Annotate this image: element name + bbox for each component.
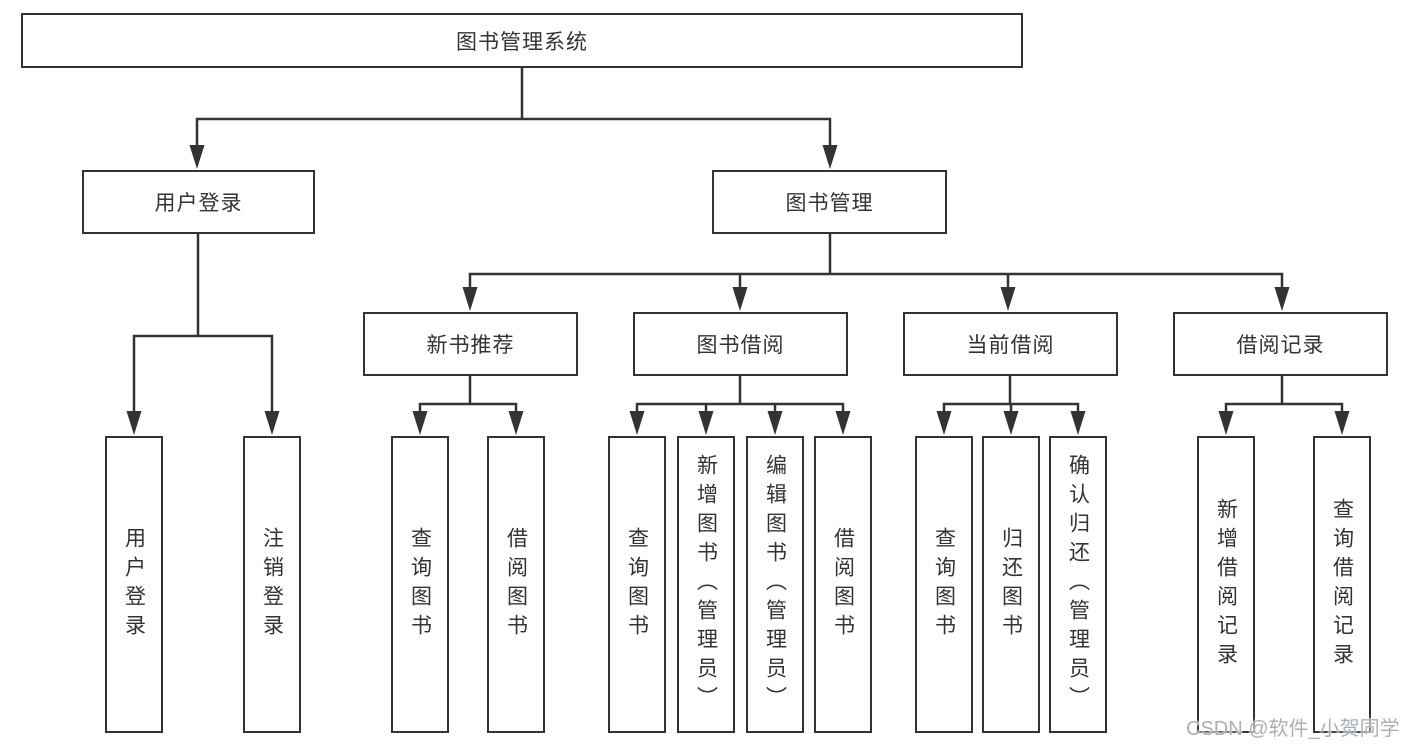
node-new-book-recommendation: 新书推荐 <box>363 312 578 376</box>
node-book-management: 图书管理 <box>712 170 947 234</box>
leaf-label: 借阅图书 <box>504 526 528 643</box>
leaf-edit-book-admin: 编辑图书（管理员） <box>746 436 804 733</box>
leaf-label: 查询借阅记录 <box>1330 497 1354 672</box>
leaf-add-book-admin: 新增图书（管理员） <box>677 436 735 733</box>
leaf-query-books: 查询图书 <box>915 436 973 733</box>
leaf-label: 查询图书 <box>932 526 956 643</box>
leaf-query-borrow-record: 查询借阅记录 <box>1313 436 1371 733</box>
leaf-borrow-books: 借阅图书 <box>814 436 872 733</box>
node-book-borrowing: 图书借阅 <box>633 312 848 376</box>
leaf-borrow-books: 借阅图书 <box>487 436 545 733</box>
leaf-label: 注销登录 <box>260 526 284 643</box>
leaf-label: 借阅图书 <box>831 526 855 643</box>
leaf-label: 新增图书（管理员） <box>694 454 718 715</box>
csdn-watermark: CSDN @软件_小贺同学 <box>1186 718 1400 740</box>
leaf-user-login: 用户登录 <box>105 436 163 733</box>
node-borrowing-records: 借阅记录 <box>1173 312 1388 376</box>
leaf-label: 查询图书 <box>408 526 432 643</box>
node-current-borrowing: 当前借阅 <box>903 312 1118 376</box>
leaf-label: 新增借阅记录 <box>1214 497 1238 672</box>
arrowheads <box>126 145 1350 435</box>
node-user-login: 用户登录 <box>82 170 315 234</box>
leaf-return-books: 归还图书 <box>982 436 1040 733</box>
leaf-query-books: 查询图书 <box>391 436 449 733</box>
leaf-label: 确认归还（管理员） <box>1066 454 1090 715</box>
node-library-system: 图书管理系统 <box>21 13 1023 68</box>
leaf-label: 用户登录 <box>122 526 146 643</box>
leaf-label: 归还图书 <box>999 526 1023 643</box>
leaf-confirm-return-admin: 确认归还（管理员） <box>1049 436 1107 733</box>
leaf-logout: 注销登录 <box>243 436 301 733</box>
leaf-query-books: 查询图书 <box>608 436 666 733</box>
leaf-add-borrow-record: 新增借阅记录 <box>1197 436 1255 733</box>
leaf-label: 查询图书 <box>625 526 649 643</box>
connector-paths <box>132 66 1344 415</box>
leaf-label: 编辑图书（管理员） <box>763 454 787 715</box>
